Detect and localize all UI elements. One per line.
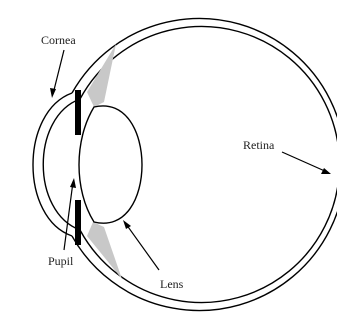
cornea [33, 93, 80, 236]
lens-leader-arrow [126, 224, 159, 270]
cornea-leader-arrow [53, 50, 64, 94]
pupil-leader-arrow [64, 182, 73, 250]
iris-upper-bar [75, 90, 81, 135]
pupil-arrowhead [70, 178, 76, 188]
cornea-arrowhead [50, 88, 56, 98]
retina-leader-arrow [282, 152, 327, 172]
retina-label: Retina [243, 138, 275, 152]
ciliary-body-upper [87, 44, 116, 107]
cornea-outer-line [33, 93, 72, 236]
cornea-inner-line [43, 99, 80, 230]
ciliary-body-lower [87, 222, 122, 279]
cornea-label: Cornea [41, 33, 76, 47]
retina-arrowhead [321, 168, 331, 174]
lens-label: Lens [160, 277, 184, 291]
pupil-label: Pupil [48, 254, 74, 268]
lens [79, 106, 142, 223]
iris-lower-bar [75, 200, 81, 245]
lens-arrowhead [123, 220, 131, 229]
